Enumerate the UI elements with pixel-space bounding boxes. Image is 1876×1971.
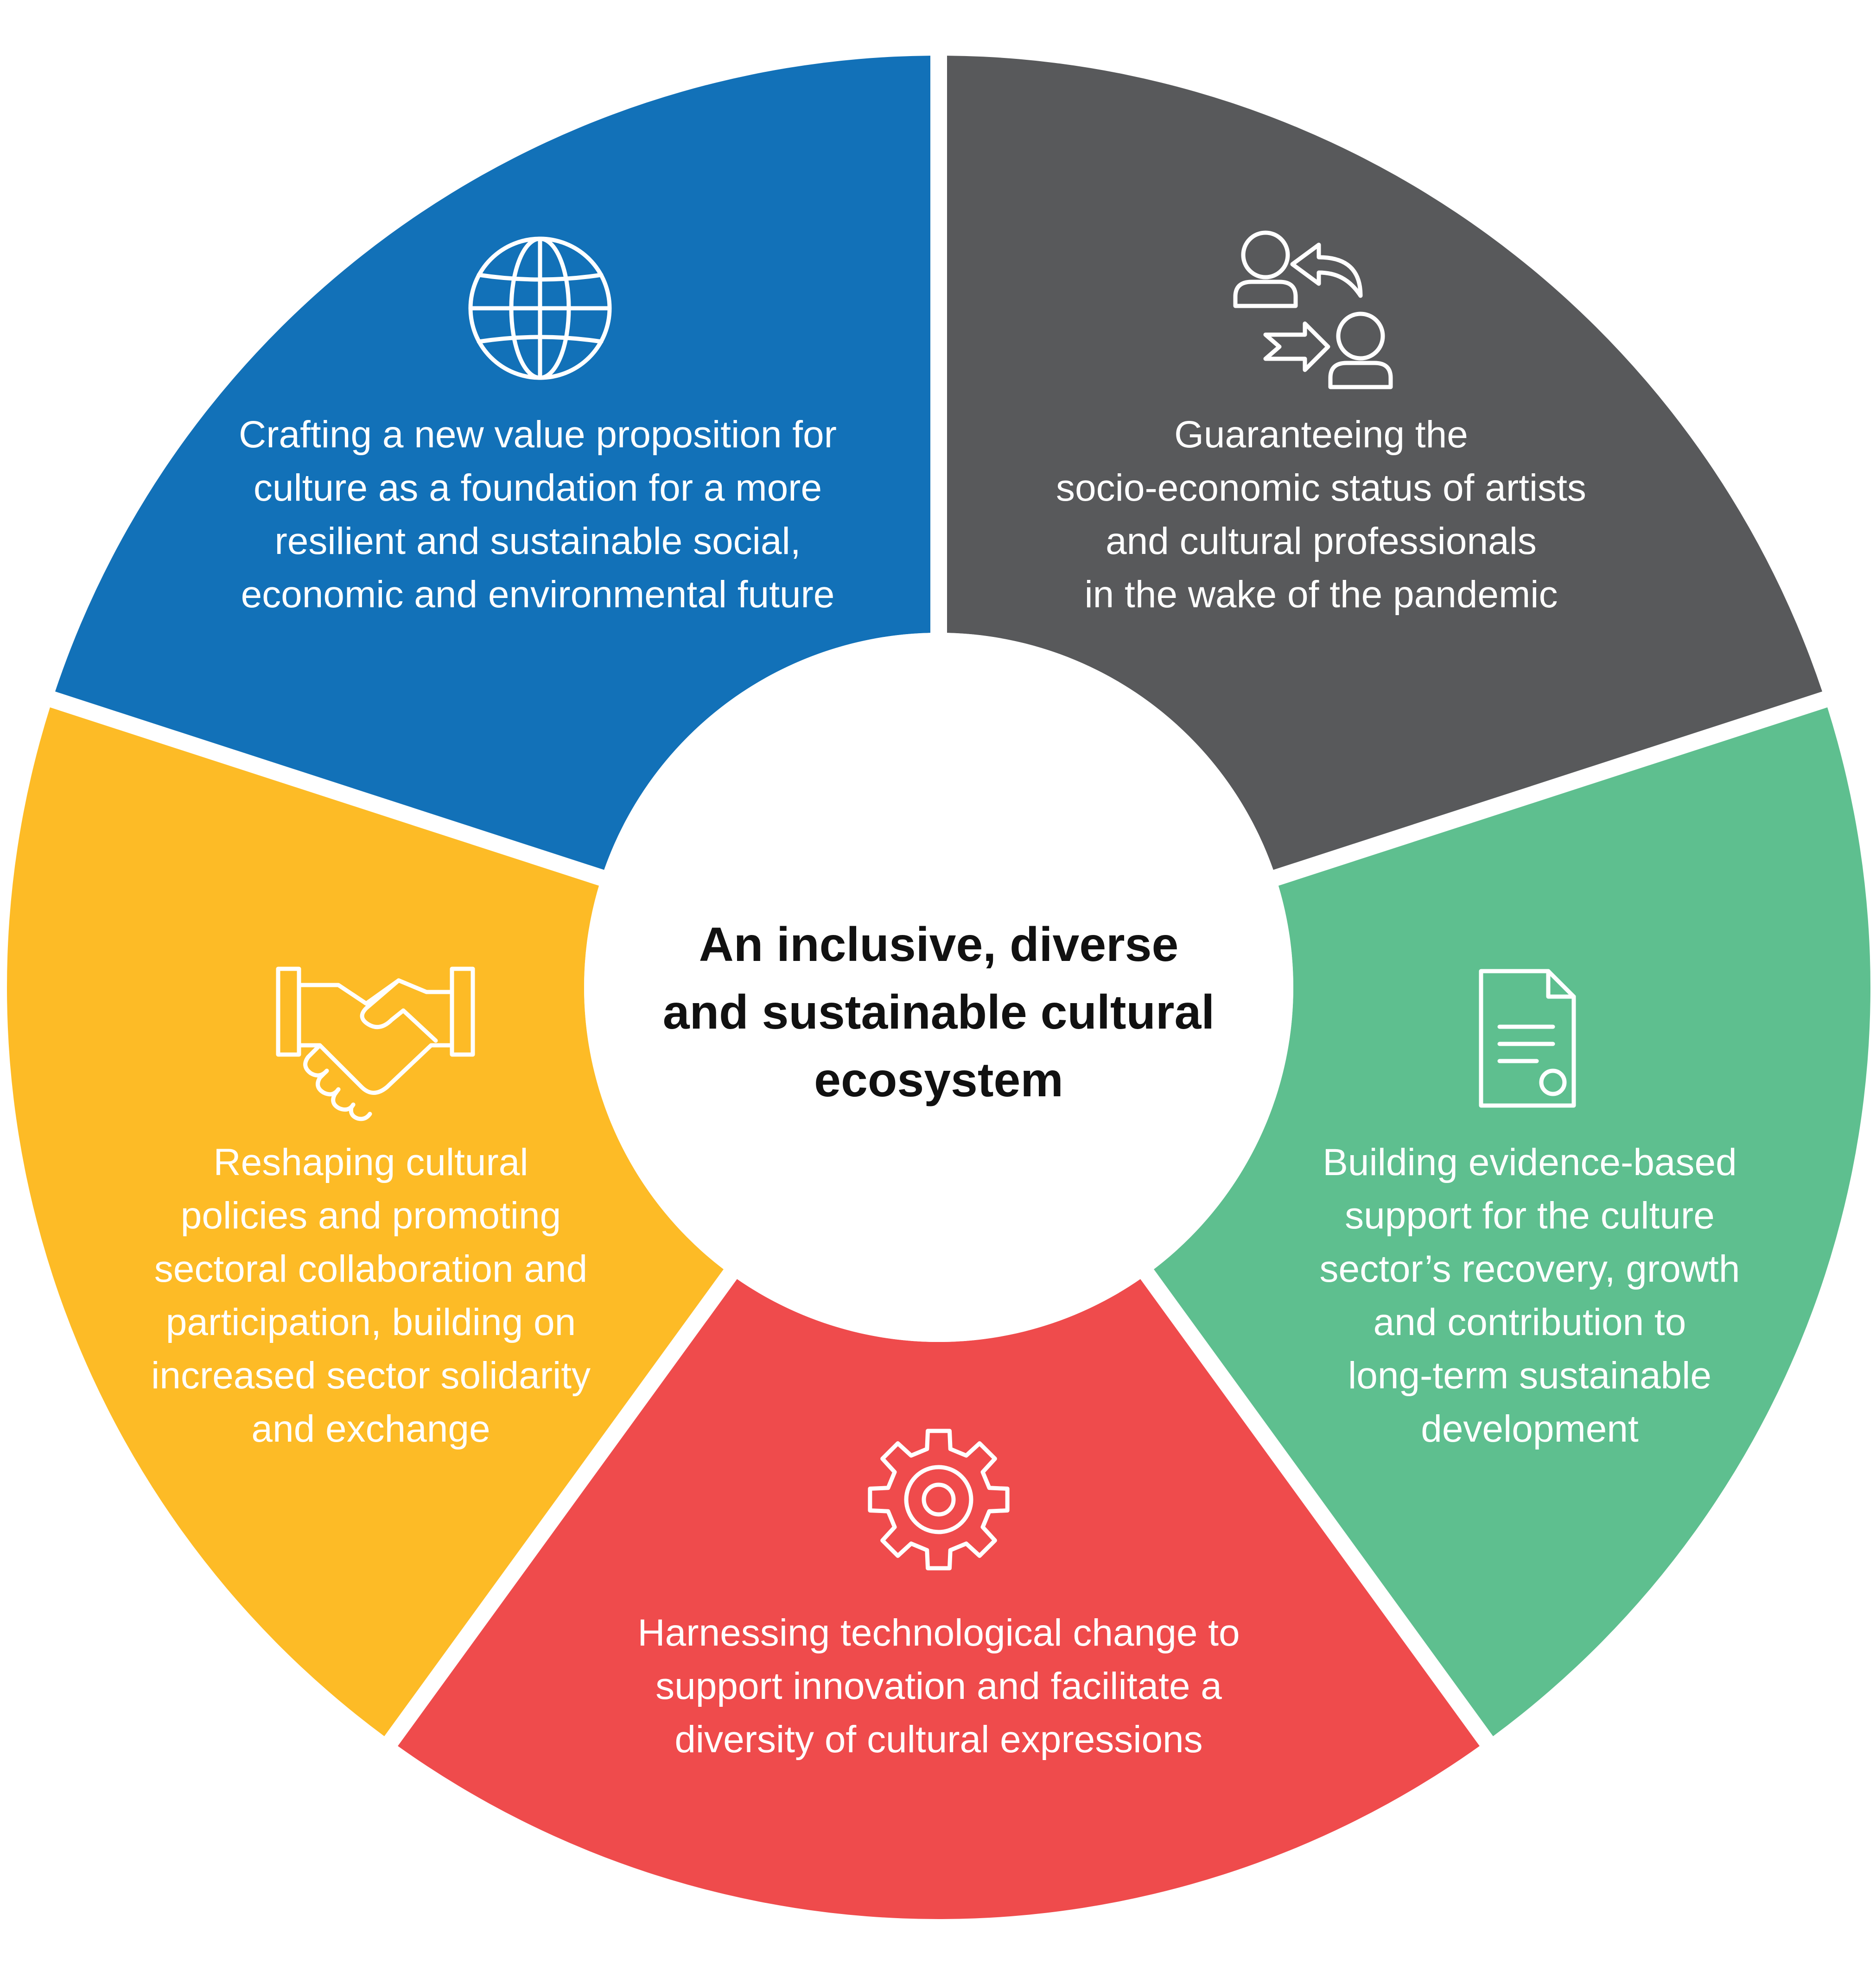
segment-blue-line: culture as a foundation for a more xyxy=(253,467,822,509)
segment-blue xyxy=(55,56,931,870)
center-title-line: An inclusive, diverse xyxy=(699,918,1179,972)
segment-blue-line: economic and environmental future xyxy=(241,573,835,616)
segment-green-text: Building evidence-based support for the c… xyxy=(1252,1136,1808,1456)
segment-gray-line: socio-economic status of artists xyxy=(1056,467,1586,509)
center-circle xyxy=(584,633,1293,1342)
segment-gray-line: Guaranteeing the xyxy=(1174,413,1468,456)
globe-icon xyxy=(468,236,612,380)
document-icon xyxy=(1479,969,1576,1108)
segment-green-line: development xyxy=(1421,1408,1639,1450)
segment-yellow-line: and exchange xyxy=(251,1408,490,1450)
handshake-icon xyxy=(276,966,475,1121)
center-title-line: ecosystem xyxy=(814,1053,1063,1107)
segment-green-line: Building evidence-based xyxy=(1323,1141,1737,1183)
segment-yellow-line: sectoral collaboration and xyxy=(154,1248,588,1290)
segment-green-line: sector’s recovery, growth xyxy=(1319,1248,1740,1290)
segment-green xyxy=(1154,707,1870,1736)
gear-icon xyxy=(868,1429,1010,1570)
segment-blue-text: Crafting a new value proposition for cult… xyxy=(160,408,916,621)
segment-yellow-line: increased sector solidarity xyxy=(151,1354,591,1397)
segment-gray-line: in the wake of the pandemic xyxy=(1084,573,1558,616)
segment-yellow-text: Reshaping cultural policies and promoting… xyxy=(93,1136,649,1456)
segment-green-line: support for the culture xyxy=(1345,1195,1715,1237)
segment-yellow xyxy=(6,707,724,1736)
segment-red-line: diversity of cultural expressions xyxy=(674,1718,1203,1761)
segment-gray-line: and cultural professionals xyxy=(1106,520,1537,562)
segment-green-line: and contribution to xyxy=(1373,1301,1686,1343)
segment-red-line: support innovation and facilitate a xyxy=(655,1665,1222,1707)
segment-yellow-line: Reshaping cultural xyxy=(213,1141,528,1183)
segment-red-line: Harnessing technological change to xyxy=(637,1612,1240,1654)
center-title-line: and sustainable cultural xyxy=(662,986,1215,1039)
segment-red xyxy=(398,1279,1480,1919)
segment-yellow-line: policies and promoting xyxy=(180,1195,561,1237)
segment-green-line: long-term sustainable xyxy=(1348,1354,1711,1397)
segment-gray-text: Guaranteeing the socio-economic status of… xyxy=(955,408,1687,621)
people-exchange-icon xyxy=(1233,230,1393,389)
segment-yellow-line: participation, building on xyxy=(165,1301,576,1343)
segment-gray xyxy=(947,56,1822,870)
segment-blue-line: resilient and sustainable social, xyxy=(274,520,801,562)
segment-red-text: Harnessing technological change to suppor… xyxy=(579,1606,1298,1766)
center-title: An inclusive, diverse and sustainable cul… xyxy=(579,911,1298,1114)
segment-blue-line: Crafting a new value proposition for xyxy=(239,413,837,456)
